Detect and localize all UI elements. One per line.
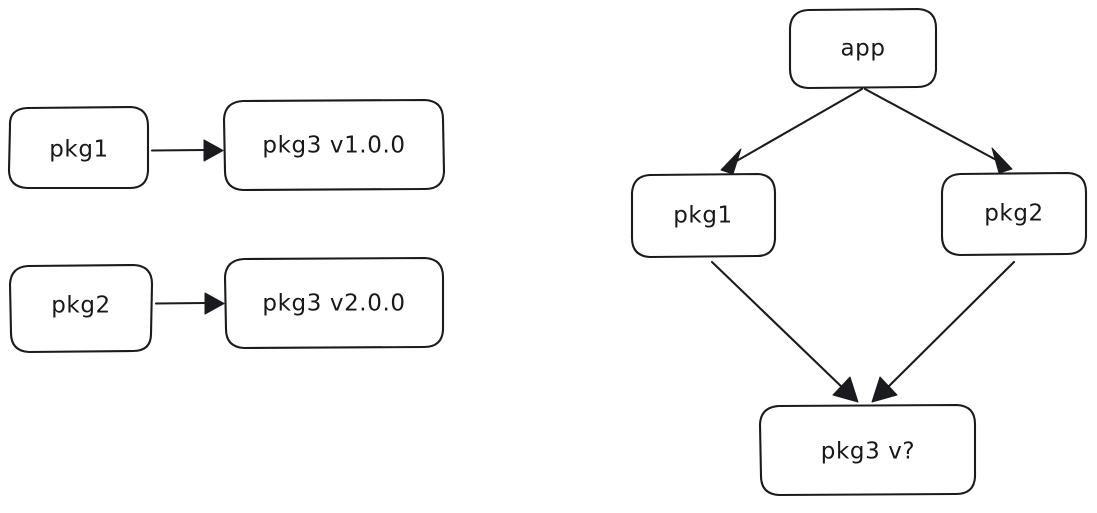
node-label-right-pkg3-unknown: pkg3 v? — [821, 439, 915, 465]
edge-left-pkg2-to-pkg3v2 — [154, 292, 225, 315]
edge-right-pkg2-to-pkg3 — [871, 260, 1016, 403]
node-right-pkg2[interactable]: pkg2 — [940, 171, 1088, 257]
node-right-app[interactable]: app — [788, 7, 938, 90]
node-label-right-pkg2: pkg2 — [984, 201, 1044, 227]
edge-right-app-to-pkg2 — [863, 87, 1013, 174]
edge-left-pkg1-to-pkg3v1 — [150, 139, 224, 162]
diagram-left-conflicting-requirements: pkg1 pkg3 v1.0.0 pkg2 pkg3 v2.0 — [7, 98, 446, 354]
node-label-left-pkg1: pkg1 — [49, 137, 109, 163]
edge-right-app-to-pkg1 — [720, 87, 864, 175]
node-label-right-app: app — [840, 36, 885, 62]
node-label-left-pkg2: pkg2 — [51, 293, 111, 319]
node-left-pkg3-v2[interactable]: pkg3 v2.0.0 — [223, 256, 445, 350]
node-label-left-pkg3-v1: pkg3 v1.0.0 — [262, 133, 405, 159]
node-left-pkg1[interactable]: pkg1 — [7, 105, 150, 190]
node-left-pkg3-v1[interactable]: pkg3 v1.0.0 — [222, 98, 446, 192]
edge-right-pkg1-to-pkg3 — [710, 260, 859, 403]
diagram-right-dependency-graph: app pkg1 pkg2 — [630, 7, 1088, 497]
node-right-pkg3-unknown[interactable]: pkg3 v? — [758, 403, 977, 497]
node-label-left-pkg3-v2: pkg3 v2.0.0 — [262, 291, 405, 317]
node-label-right-pkg1: pkg1 — [673, 203, 733, 229]
node-right-pkg1[interactable]: pkg1 — [630, 172, 777, 259]
node-left-pkg2[interactable]: pkg2 — [8, 263, 154, 354]
